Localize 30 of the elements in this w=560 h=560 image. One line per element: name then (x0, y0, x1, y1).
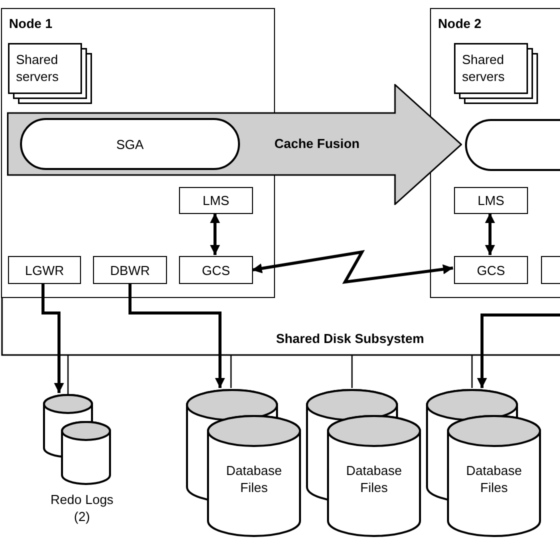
node-title: Node 1 (9, 16, 52, 31)
arrow (252, 250, 454, 284)
process-box: LMS (179, 187, 253, 214)
process-box: LMS (454, 187, 528, 214)
connector-line (351, 355, 353, 388)
process-label: Shared servers (16, 51, 60, 85)
arrow-label: Cache Fusion (273, 136, 361, 151)
process-label: Shared servers (462, 51, 506, 85)
connector-line (471, 355, 473, 388)
process-box: GCS (454, 256, 528, 284)
arrow (485, 213, 495, 255)
storage-label: Database Files (225, 462, 283, 496)
node-frame (430, 8, 560, 298)
process-box: LGWR (8, 256, 81, 284)
arrow (210, 213, 220, 255)
storage-label: Database Files (465, 462, 523, 496)
memory-area: SGA (20, 118, 240, 170)
arrow (128, 283, 225, 388)
process-box (541, 256, 560, 284)
connector-line (67, 355, 69, 395)
process-box: DBWR (93, 256, 167, 284)
memory-area (465, 119, 560, 171)
storage-label: Redo Logs (2) (50, 491, 114, 525)
node-title: Node 2 (438, 16, 482, 31)
arrow (42, 283, 64, 393)
subsystem-label: Shared Disk Subsystem (274, 331, 426, 346)
arrow (477, 314, 560, 388)
connector-line (230, 355, 232, 388)
storage-label: Database Files (345, 462, 403, 496)
process-box: GCS (179, 256, 253, 284)
